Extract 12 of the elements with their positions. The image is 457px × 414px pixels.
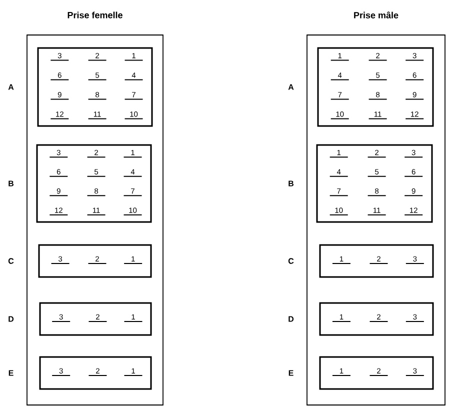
row-letter: E	[288, 370, 294, 376]
row-letter: B	[288, 180, 294, 186]
row-letter: C	[288, 258, 294, 264]
row-letter: A	[288, 84, 294, 90]
row-letter: E	[8, 370, 14, 376]
row-letter: B	[8, 180, 14, 186]
connector-title: Prise femelle	[68, 12, 122, 18]
row-letter: D	[288, 316, 294, 322]
connector-title: Prise mâle	[354, 12, 398, 18]
row-letter: A	[8, 84, 14, 90]
row-letter: D	[8, 316, 14, 322]
row-letter: C	[8, 258, 14, 264]
